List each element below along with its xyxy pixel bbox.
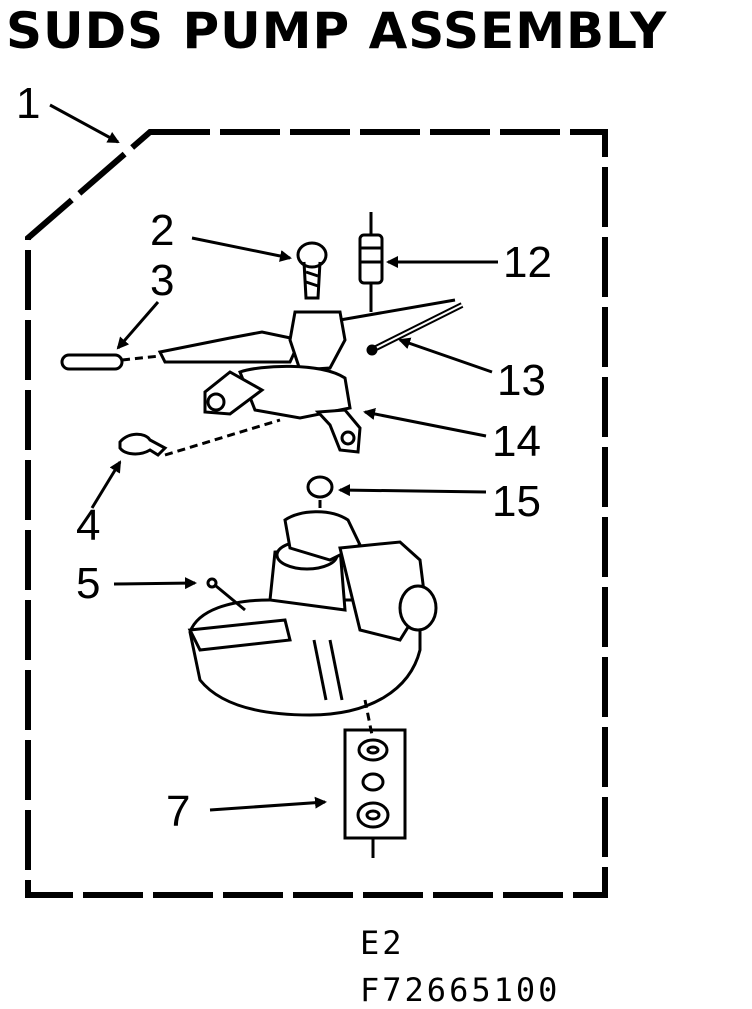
callout-15: 15 bbox=[492, 477, 541, 526]
part-actuator-bracket bbox=[157, 298, 456, 454]
callout-13: 13 bbox=[497, 356, 546, 405]
callout-4: 4 bbox=[76, 501, 100, 550]
leader-arrow-2 bbox=[191, 236, 292, 262]
leader-arrow-7 bbox=[209, 796, 327, 812]
leader-arrow-5 bbox=[113, 577, 197, 590]
callout-3: 3 bbox=[150, 256, 174, 305]
part-pin bbox=[60, 353, 161, 371]
callout-5: 5 bbox=[76, 559, 100, 608]
leader-arrow-14 bbox=[363, 408, 487, 438]
callout-2: 2 bbox=[150, 206, 174, 255]
part-rod bbox=[366, 302, 464, 356]
assembly-boundary bbox=[25, 129, 608, 898]
diagram-code-e2: E2 bbox=[360, 924, 405, 962]
part-washer bbox=[306, 475, 334, 545]
leader-arrow-3 bbox=[116, 301, 160, 350]
leader-arrow-1 bbox=[49, 103, 120, 144]
part-pump-housing bbox=[187, 510, 438, 736]
part-clip bbox=[118, 418, 281, 457]
leader-arrow-4 bbox=[90, 460, 122, 509]
leader-arrow-13 bbox=[398, 337, 493, 374]
callout-1: 1 bbox=[16, 79, 40, 128]
callout-14: 14 bbox=[492, 417, 541, 466]
callout-7: 7 bbox=[166, 787, 190, 836]
leader-arrow-15 bbox=[338, 484, 487, 497]
part-screw bbox=[296, 241, 328, 300]
part-spring-pin bbox=[358, 212, 384, 312]
leader-arrows bbox=[49, 103, 498, 812]
diagram-title: SUDS PUMP ASSEMBLY bbox=[6, 2, 668, 60]
diagram-part-number: F72665100 bbox=[360, 971, 561, 1009]
part-seal-kit bbox=[343, 728, 407, 858]
callout-12: 12 bbox=[503, 238, 552, 287]
